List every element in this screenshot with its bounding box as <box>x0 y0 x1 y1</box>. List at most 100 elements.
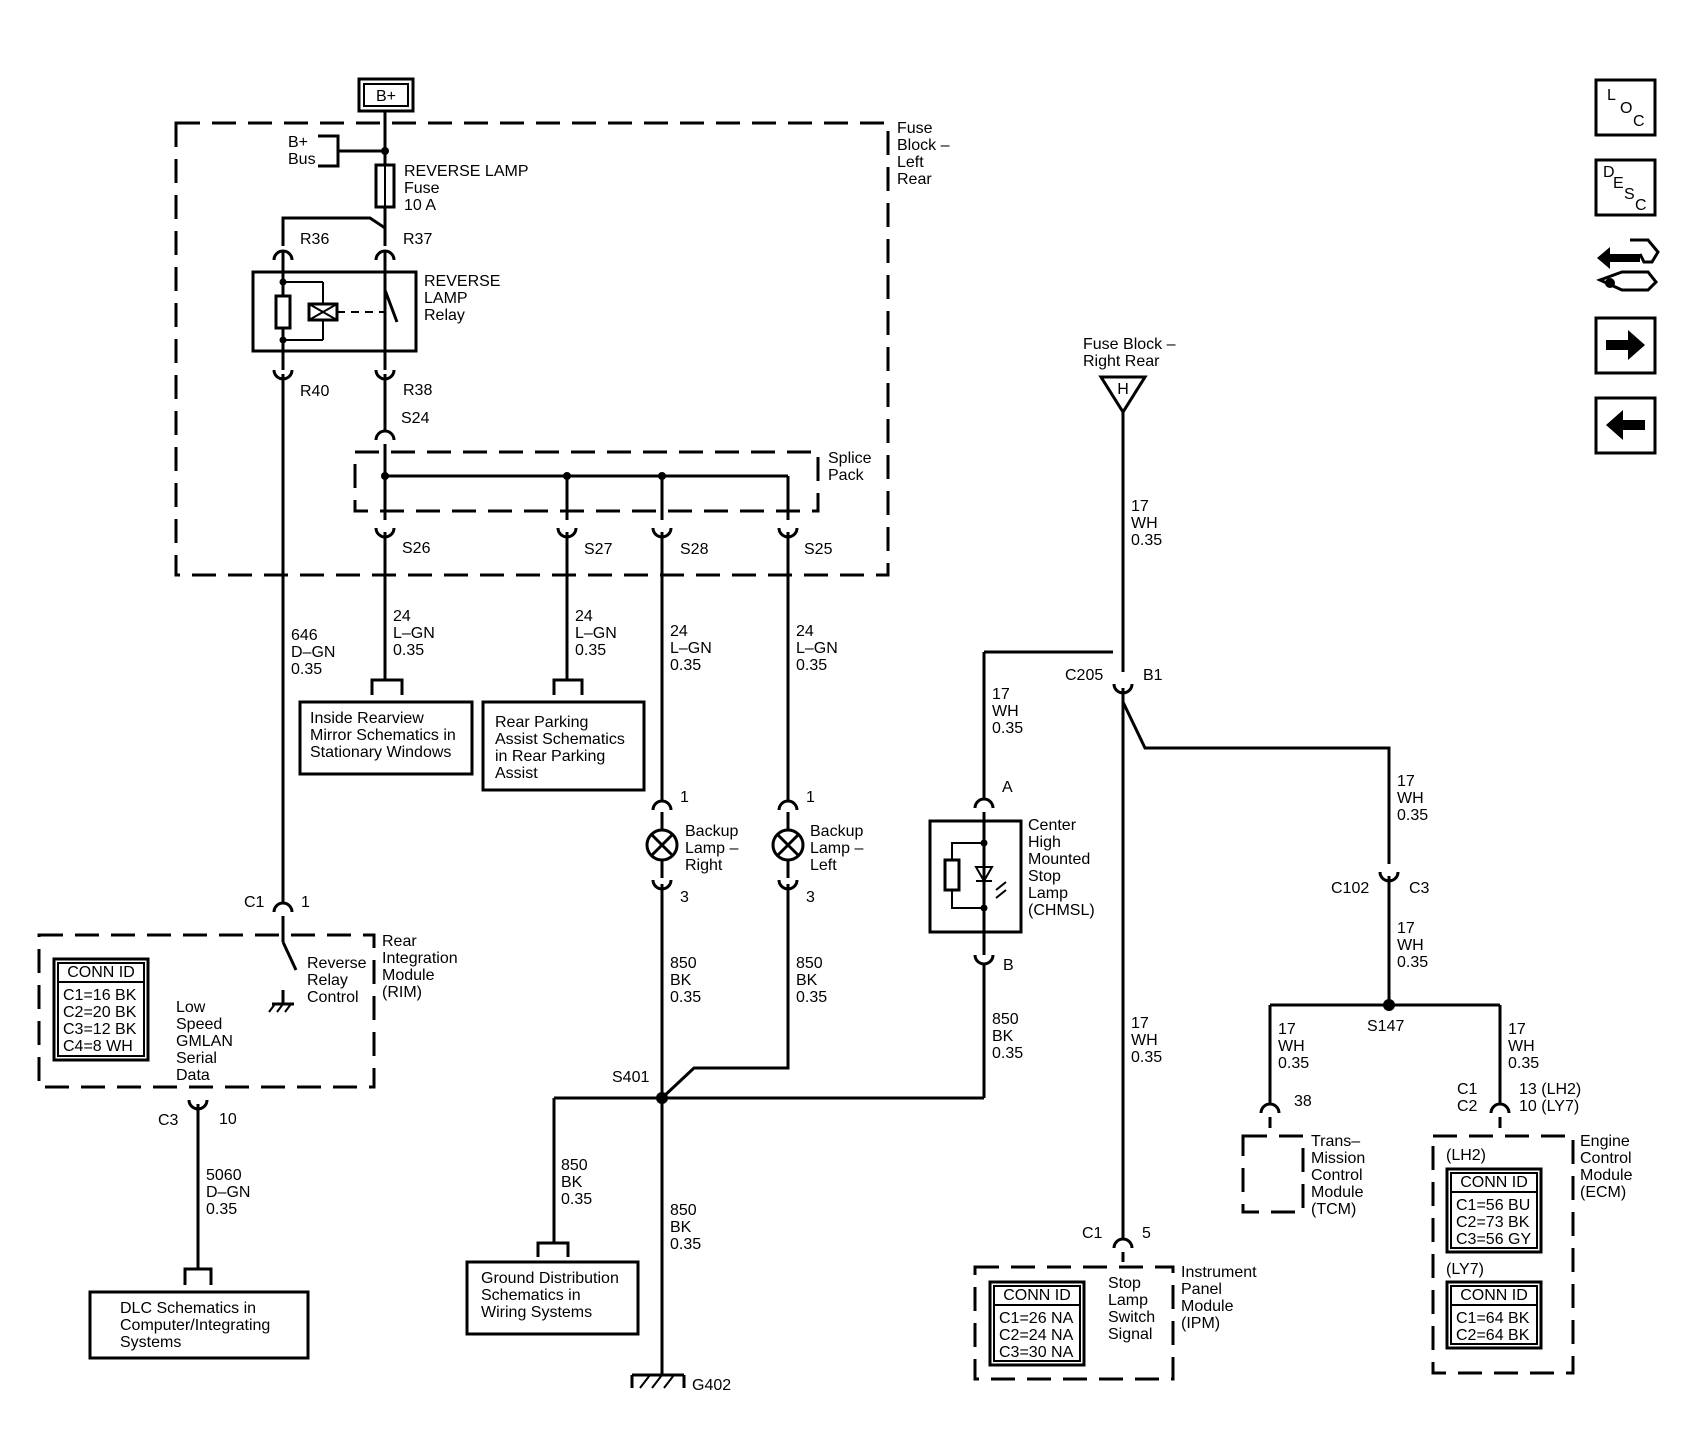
mirror-ref-2: Mirror Schematics in <box>310 727 456 744</box>
ecm-lh2-conn-1: C1=56 BU <box>1456 1197 1530 1214</box>
ecm-pin-ly7: 10 (LY7) <box>1519 1098 1579 1115</box>
splice-s27: S27 <box>584 541 613 558</box>
fuse-block-right-rear-terminal: H <box>1117 381 1129 398</box>
connector-c3: C3 <box>1409 880 1430 897</box>
splice-pack-label-1: Splice <box>828 450 872 467</box>
ecm-ly7-label: (LY7) <box>1446 1261 1484 1278</box>
desc-button[interactable]: D E S C <box>1594 158 1657 217</box>
ecm-ly7-conn-title: CONN ID <box>1460 1287 1528 1304</box>
desc-letter-e: E <box>1613 175 1624 192</box>
backup-left-label-3: Left <box>810 857 837 874</box>
fuse-label-2: Fuse <box>404 180 440 197</box>
chmsl-label-6: (CHMSL) <box>1028 902 1095 919</box>
ecm-c2: C2 <box>1457 1098 1478 1115</box>
mirror-ref-3: Stationary Windows <box>310 744 451 761</box>
dlc-schematics-ref: DLC Schematics in Computer/Integrating S… <box>88 1290 310 1360</box>
ecm-label-1: Engine <box>1580 1133 1630 1150</box>
wire-24-a-2: L–GN <box>393 625 435 642</box>
backup-left-pin-1: 1 <box>806 789 815 806</box>
loc-button[interactable]: L O C <box>1594 78 1657 137</box>
tcm-label-4: Module <box>1311 1184 1364 1201</box>
ipm-label-4: (IPM) <box>1181 1315 1220 1332</box>
ground-ref-3: Wiring Systems <box>481 1304 592 1321</box>
arrow-left-icon <box>1606 410 1645 440</box>
dlc-ref-2: Computer/Integrating <box>120 1317 270 1334</box>
ground-ref-2: Schematics in <box>481 1287 581 1304</box>
splice-pack: Splice Pack S26 S27 S28 S25 <box>353 444 872 558</box>
parking-ref-4: Assist <box>495 765 538 782</box>
rim-label-4: (RIM) <box>382 984 422 1001</box>
rim-relay-ctrl-1: Reverse <box>307 955 367 972</box>
backup-left-pin-3: 3 <box>806 889 815 906</box>
rim-label-3: Module <box>382 967 435 984</box>
rim-relay-ctrl-3: Control <box>307 989 359 1006</box>
ipm-signal-3: Switch <box>1108 1309 1155 1326</box>
b-plus-label: B+ <box>376 88 396 105</box>
rim-gmlan-5: Data <box>176 1067 210 1084</box>
wire-850-chmsl-2: BK <box>992 1028 1014 1045</box>
desc-icon: D E S C <box>1603 164 1647 214</box>
tcm-label-1: Trans– <box>1311 1133 1360 1150</box>
parking-ref-3: in Rear Parking <box>495 748 605 765</box>
wire-5060-1: 5060 <box>206 1167 242 1184</box>
previous-page-button[interactable] <box>1594 396 1657 455</box>
ipm-pin: 5 <box>1142 1225 1151 1242</box>
wire-17-c102-bot-2: WH <box>1397 937 1424 954</box>
desc-letter-d: D <box>1603 164 1615 181</box>
rim-conn-id-table: CONN ID C1=16 BK C2=20 BK C3=12 BK C4=8 … <box>52 957 150 1062</box>
ground-ref-1: Ground Distribution <box>481 1270 619 1287</box>
wire-850-chmsl-1: 850 <box>992 1011 1019 1028</box>
ecm-lh2-conn-2: C2=73 BK <box>1456 1214 1530 1231</box>
wire-17-chmsl-1: 17 <box>992 686 1010 703</box>
splice-s401: S401 <box>612 1069 649 1086</box>
wire-850-l-3: 0.35 <box>796 989 827 1006</box>
wire-5060-2: D–GN <box>206 1184 250 1201</box>
parking-ref-1: Rear Parking <box>495 714 588 731</box>
wire-17-tcm-2: WH <box>1278 1038 1305 1055</box>
fuse-block-left-rear-label-3: Left <box>897 154 924 171</box>
rim-label-1: Rear <box>382 933 417 950</box>
rim-gmlan-2: Speed <box>176 1016 222 1033</box>
dlc-ref-3: Systems <box>120 1334 181 1351</box>
dlc-ref-1: DLC Schematics in <box>120 1300 256 1317</box>
connector-tools-button[interactable] <box>1596 238 1660 292</box>
wire-17-ipm-2: WH <box>1131 1032 1158 1049</box>
ecm-label-4: (ECM) <box>1580 1184 1626 1201</box>
wire-24-d-1: 24 <box>796 623 814 640</box>
rim-conn-1: C1=16 BK <box>63 987 137 1004</box>
wire-17-chmsl-3: 0.35 <box>992 720 1023 737</box>
relay-pin-r40: R40 <box>300 383 329 400</box>
wire-24-b-2: L–GN <box>575 625 617 642</box>
backup-left-label-2: Lamp – <box>810 840 863 857</box>
loc-letter-l: L <box>1607 87 1616 104</box>
chmsl-label-5: Lamp <box>1028 885 1068 902</box>
rear-integration-module: Rear Integration Module (RIM) Reverse Re… <box>37 916 458 1089</box>
arrow-right-icon <box>1606 330 1645 360</box>
wire-24-c-1: 24 <box>670 623 688 640</box>
chmsl-label-4: Stop <box>1028 868 1061 885</box>
loc-letter-c: C <box>1633 113 1645 130</box>
wire-850-g402-2: BK <box>670 1219 692 1236</box>
chmsl-label-3: Mounted <box>1028 851 1090 868</box>
tcm-label-2: Mission <box>1311 1150 1365 1167</box>
next-page-button[interactable] <box>1594 316 1657 375</box>
fuse-label-3: 10 A <box>404 197 436 214</box>
wire-24-d-3: 0.35 <box>796 657 827 674</box>
relay-pin-r37: R37 <box>403 231 432 248</box>
loc-letter-o: O <box>1620 100 1632 117</box>
wire-17-top-3: 0.35 <box>1131 532 1162 549</box>
wire-17-ipm-3: 0.35 <box>1131 1049 1162 1066</box>
connector-c102: C102 <box>1331 880 1369 897</box>
wire-24-b-1: 24 <box>575 608 593 625</box>
backup-right-pin-1: 1 <box>680 789 689 806</box>
ipm-conn-title: CONN ID <box>1003 1287 1071 1304</box>
wire-850-gnd-2: BK <box>561 1174 583 1191</box>
ecm-lh2-label: (LH2) <box>1446 1147 1486 1164</box>
wire-850-chmsl-3: 0.35 <box>992 1045 1023 1062</box>
rim-c3-label: C3 <box>158 1112 179 1129</box>
reverse-lamp-fuse: REVERSE LAMP Fuse 10 A <box>374 163 528 214</box>
relay-label-1: REVERSE <box>424 273 500 290</box>
wire-24-d-2: L–GN <box>796 640 838 657</box>
ecm-pin-lh2: 13 (LH2) <box>1519 1081 1581 1098</box>
wire-17-chmsl-2: WH <box>992 703 1019 720</box>
